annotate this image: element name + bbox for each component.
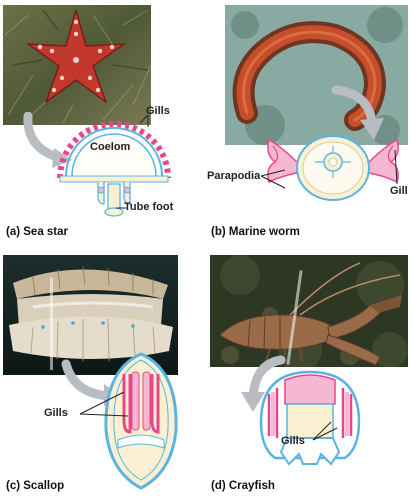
gill-label: Gill — [390, 185, 408, 197]
panel-crayfish: Gills (d) Crayfish — [205, 250, 413, 497]
panel-sea-star: Coelom Gills Tube foot (a) Sea star — [0, 0, 200, 245]
sea-star-photo — [3, 5, 151, 125]
tube-foot-leader-line — [116, 203, 128, 213]
gill-leader-line — [391, 148, 403, 186]
scallop-gills-leader-line — [78, 388, 130, 424]
tube-foot-label: Tube foot — [124, 201, 173, 213]
scallop-gills-label: Gills — [44, 407, 68, 419]
parapodia-leader-line — [259, 166, 289, 192]
gills-leader-line — [138, 113, 158, 129]
crayfish-photo — [210, 255, 408, 367]
caption-marine-worm: (b) Marine worm — [211, 226, 300, 238]
caption-scallop: (c) Scallop — [6, 480, 64, 492]
panel-scallop: Gills (c) Scallop — [0, 250, 205, 497]
caption-sea-star: (a) Sea star — [6, 226, 68, 238]
section-plane — [50, 278, 53, 370]
crayfish-gills-leader-line — [311, 418, 341, 448]
crayfish-gills-label: Gills — [281, 435, 305, 447]
parapodia-label: Parapodia — [207, 170, 260, 182]
coelom-label: Coelom — [90, 141, 130, 153]
caption-crayfish: (d) Crayfish — [211, 480, 275, 492]
panel-marine-worm: Parapodia Gill (b) Marine worm — [205, 0, 413, 245]
crayfish-cross-section — [255, 368, 365, 478]
